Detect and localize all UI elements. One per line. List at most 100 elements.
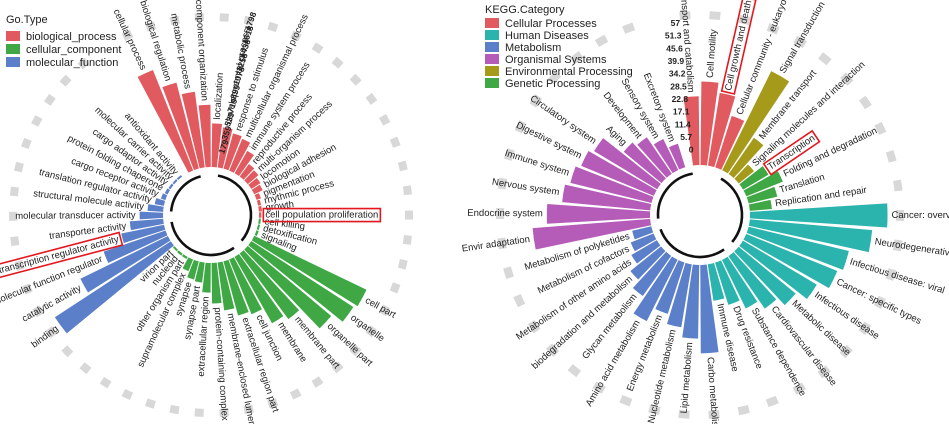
bar-molecular-function-regulator — [103, 230, 168, 263]
bar-carbo-metabolism — [700, 264, 719, 354]
bar-track — [144, 398, 156, 409]
bar-cell-growth-and-death — [707, 92, 736, 168]
bar-track — [194, 408, 204, 417]
bar-extracellular-region-part — [223, 259, 249, 316]
bar-track — [77, 57, 90, 70]
bar-transcription-regulator-activity — [121, 224, 166, 244]
bar-metabolism-of-cofactors — [630, 233, 657, 252]
bar-track — [892, 239, 903, 252]
bar-track — [99, 376, 112, 389]
bar-track — [311, 376, 324, 388]
legend-label-environmental-processing: Environmental Processing — [505, 66, 633, 78]
scale-tick-label: 539 — [222, 111, 236, 128]
bar-cellular-community-eukaryotes — [715, 115, 745, 170]
bar-track — [32, 305, 44, 318]
bar-growth — [258, 205, 262, 212]
legend-label-cellular-processes: Cellular Processes — [505, 18, 597, 30]
bar-immune-disease — [707, 262, 725, 301]
scale-tick-label: 5.7 — [680, 132, 692, 142]
bar-envir-adaptation — [532, 218, 652, 250]
bar-track — [402, 235, 412, 245]
bar-track — [885, 149, 897, 163]
label-growth: growth — [265, 199, 295, 213]
bar-track — [145, 21, 157, 32]
scale-tick-label: 45.6 — [666, 43, 683, 53]
bar-metabolic-process — [181, 91, 205, 169]
legend-swatch-cellular-component — [6, 44, 20, 54]
label-nervous-system: Nervous system — [491, 177, 560, 199]
legend-swatch-human-diseases — [485, 30, 499, 40]
label-endocrine-system: Endocrine system — [467, 208, 543, 220]
bar-track — [567, 364, 582, 378]
bar-track — [169, 15, 180, 26]
bar-track — [503, 266, 514, 280]
bar-track — [378, 304, 391, 317]
bar-track — [267, 397, 279, 409]
bar-replication-and-repair — [748, 199, 772, 211]
bar-biological-regulation — [162, 82, 199, 171]
bar-track — [21, 283, 33, 295]
legend-title: Go.Type — [6, 14, 48, 26]
bar-track — [61, 345, 74, 358]
legend-label-biological-process: biological_process — [26, 31, 117, 43]
legend-swatch-organismal-systems — [485, 54, 499, 64]
bar-signaling-molecules-and-interaction — [734, 164, 755, 184]
bar-track — [194, 13, 205, 22]
bar-transcription — [739, 166, 769, 190]
bar-energy-metabolism — [655, 260, 685, 314]
bar-cancer-specific-types — [743, 233, 838, 289]
inner-ring-segment — [656, 172, 693, 219]
scale-tick-label: 51.3 — [665, 31, 682, 41]
bar-track — [169, 404, 180, 415]
bar-locomotion — [248, 177, 261, 189]
bar-track — [311, 42, 324, 54]
label-cell-population-proliferation: cell population proliferation — [265, 210, 378, 221]
bar-glycan-metabolism — [632, 251, 672, 296]
bar-structural-molecule-activity — [147, 204, 164, 212]
bar-binding — [54, 241, 174, 334]
scale-tick-label: 179 — [216, 138, 230, 155]
bar-track — [594, 34, 609, 48]
bar-track — [365, 325, 378, 338]
bar-lipid-metabolism — [682, 264, 700, 339]
bar-track — [858, 321, 872, 335]
bar-catalytic-activity — [80, 236, 171, 293]
scale-tick-label: 28.5 — [670, 81, 687, 91]
bar-track — [513, 294, 526, 308]
scale-tick-label: 359 — [219, 124, 233, 141]
bar-track — [14, 260, 25, 271]
bar-track — [267, 21, 279, 33]
inner-ring-segment — [169, 175, 202, 212]
bar-track — [365, 92, 378, 105]
bar-nervous-system — [562, 184, 652, 211]
legend-title: KEGG.Category — [485, 4, 565, 16]
bar-translation — [746, 186, 778, 204]
bar-track — [121, 388, 134, 401]
bar-track — [708, 410, 720, 419]
bar-translation-regulator-activity — [154, 198, 166, 206]
bar-track — [379, 114, 391, 126]
bar-track — [545, 343, 560, 357]
bar-membrane-enclosed-lumen — [217, 261, 235, 311]
bar-track — [45, 326, 58, 339]
bar-track — [885, 268, 897, 281]
bar-track — [219, 408, 229, 417]
label-biological-regulation: biological regulation — [137, 0, 173, 83]
label-lipid-metabolism: Lipid metabolism — [679, 342, 696, 414]
legend-swatch-biological-process — [6, 31, 20, 41]
bar-track — [349, 73, 362, 86]
inner-ring-segment — [217, 174, 253, 242]
bar-track — [622, 22, 636, 34]
scale-tick-label: 39.9 — [668, 56, 685, 66]
legend-swatch-molecular-function — [6, 57, 20, 67]
bar-cell-junction — [229, 257, 262, 315]
bar-track — [289, 388, 302, 400]
label-cell-killing: cell killing — [264, 216, 306, 232]
label-molecular-transducer-activity: molecular transducer activity — [15, 210, 136, 222]
bar-track — [397, 160, 408, 172]
scale-tick-label: 899 — [228, 83, 242, 100]
scale-tick-label: 719 — [225, 97, 239, 114]
bar-track — [397, 258, 408, 270]
label-neurodegenerative: Neurodegenerative — [874, 236, 949, 259]
